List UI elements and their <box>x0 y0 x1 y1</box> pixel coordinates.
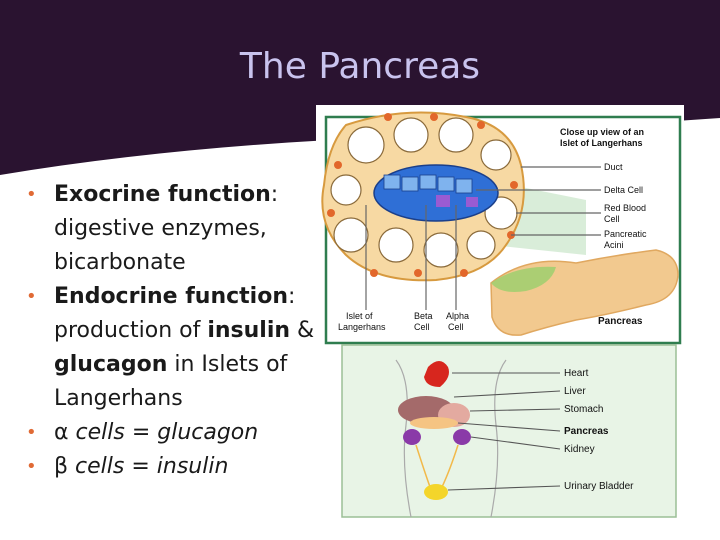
label-acini-2: Acini <box>604 240 624 250</box>
red-blood-cells <box>327 113 518 277</box>
kidney-right <box>453 429 471 445</box>
label-alpha-2: Cell <box>448 322 464 332</box>
bullet-beta-cells: β cells = insulin <box>26 450 316 484</box>
islet-of-langerhans <box>373 164 499 222</box>
label-delta-cell: Delta Cell <box>604 185 643 195</box>
label-pancreas-body: Pancreas <box>564 426 609 437</box>
label-islet-2: Langerhans <box>338 322 386 332</box>
delta-cells <box>436 195 478 207</box>
label-islet-1: Islet of <box>346 311 373 321</box>
diagram-heading-1: Close up view of an <box>560 127 644 137</box>
bullet-exocrine: Exocrine function: digestive enzymes, bi… <box>26 178 316 280</box>
slide-title: The Pancreas <box>239 46 481 87</box>
pancreas-small-organ <box>410 417 458 429</box>
label-rbc-2: Cell <box>604 214 620 224</box>
pancreas-diagram: Close up view of an Islet of Langerhans … <box>316 105 684 540</box>
label-stomach: Stomach <box>564 404 603 415</box>
acinus-group <box>330 117 518 268</box>
kidney-left <box>403 429 421 445</box>
label-duct: Duct <box>604 162 623 172</box>
slide-header <box>0 0 720 175</box>
bladder-organ <box>424 484 448 500</box>
label-acini-1: Pancreatic <box>604 229 647 239</box>
label-beta-2: Cell <box>414 322 430 332</box>
label-beta-1: Beta <box>414 311 433 321</box>
label-heart: Heart <box>564 368 589 379</box>
label-liver: Liver <box>564 386 586 397</box>
bullet-list: Exocrine function: digestive enzymes, bi… <box>26 178 316 484</box>
label-pancreas: Pancreas <box>598 316 643 327</box>
label-bladder: Urinary Bladder <box>564 481 634 492</box>
heart-organ <box>424 361 449 387</box>
label-alpha-1: Alpha <box>446 311 469 321</box>
label-rbc-1: Red Blood <box>604 203 646 213</box>
label-kidney: Kidney <box>564 444 595 455</box>
bullet-endocrine: Endocrine function: production of insuli… <box>26 280 316 416</box>
diagram-heading-2: Islet of Langerhans <box>560 138 643 148</box>
bullet-alpha-cells: α cells = glucagon <box>26 416 316 450</box>
